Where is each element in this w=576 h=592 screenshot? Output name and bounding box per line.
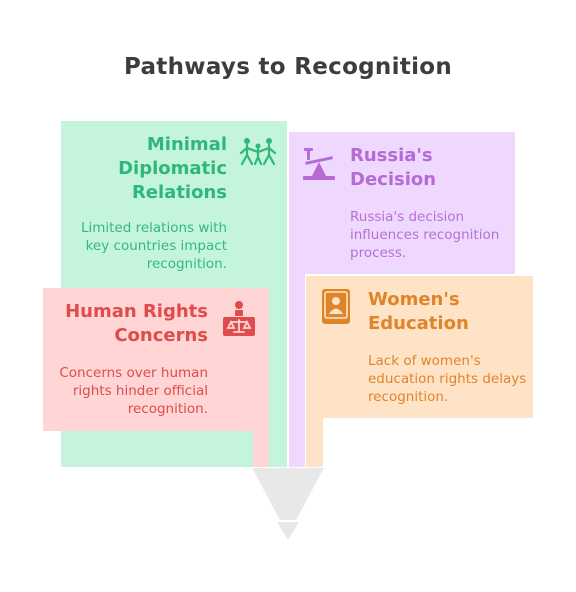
card-description: Concerns over human rights hinder offici… bbox=[59, 365, 208, 417]
card-heading: Women's Education bbox=[368, 289, 469, 334]
red-card-stem bbox=[253, 431, 269, 467]
card-heading: Human Rights Concerns bbox=[65, 301, 208, 346]
judge-scales-icon bbox=[221, 300, 257, 342]
funnel-icon bbox=[250, 466, 326, 546]
orange-card-stem bbox=[306, 418, 323, 467]
card-heading: Minimal Diplomatic Relations bbox=[118, 134, 227, 203]
diagram-title: Pathways to Recognition bbox=[123, 54, 453, 80]
card-human-rights-concerns: Human Rights Concerns Concerns over huma… bbox=[43, 288, 269, 431]
people-holding-hands-icon bbox=[239, 137, 277, 171]
book-person-icon bbox=[320, 288, 352, 330]
card-description: Lack of women's education rights delays … bbox=[368, 353, 527, 405]
card-heading: Russia's Decision bbox=[350, 145, 437, 190]
seesaw-lever-icon bbox=[301, 146, 337, 186]
card-description: Russia's decision influences recognition… bbox=[350, 209, 500, 261]
purple-card-stem bbox=[289, 274, 305, 467]
card-womens-education: Women's Education Lack of women's educat… bbox=[306, 276, 533, 418]
card-description: Limited relations with key countries imp… bbox=[80, 220, 227, 272]
card-russias-decision: Russia's Decision Russia's decision infl… bbox=[289, 132, 515, 274]
